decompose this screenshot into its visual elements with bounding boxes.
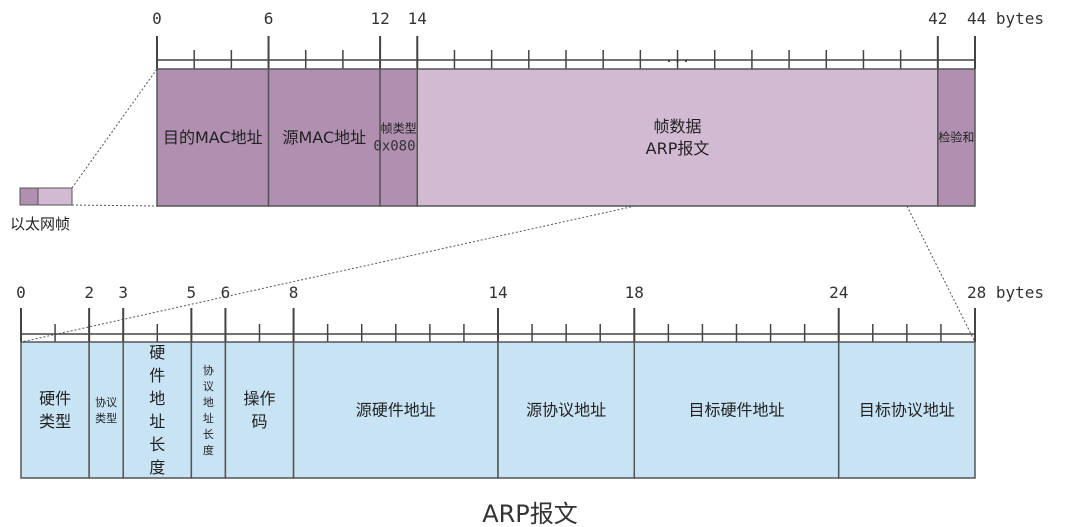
arp-field-label: 码 xyxy=(251,412,267,431)
arp-field-label: 硬件 xyxy=(39,389,71,408)
arp-title: ARP报文 xyxy=(482,500,578,527)
ethernet-tick-label: 6 xyxy=(264,9,274,28)
arp-field-label: 类型 xyxy=(39,412,71,431)
ethernet-frame: 0 6 12 14 42 44 bytes... 目的MAC地址源MAC地址 帧类型 0x080… xyxy=(152,9,1044,207)
arp-field-hardware-type xyxy=(20,341,90,479)
arp-field-label: 地 xyxy=(149,389,165,408)
arp-tick-label: 18 xyxy=(625,283,644,302)
arp-field-label: 操作 xyxy=(243,389,275,408)
zoom-line-bottom xyxy=(71,204,158,207)
arp-field-label: 件 xyxy=(149,366,165,385)
ethernet-field-frame-type xyxy=(379,68,419,207)
ethernet-thumbnail-label: 以太网帧 xyxy=(10,215,70,233)
arp-tick-label: 8 xyxy=(289,283,299,302)
arp-tick-label: 0 xyxy=(16,283,26,302)
ethernet-field-label: 检验和 xyxy=(938,130,974,145)
ethernet-field-label: 0x0806 xyxy=(373,139,424,155)
arp-field-protocol-addr-len xyxy=(190,341,227,479)
arp-tick-label: 28 bytes xyxy=(967,283,1044,302)
arp-tick-label: 24 xyxy=(829,283,848,302)
ethernet-field-label: 帧类型 xyxy=(381,122,417,136)
arp-field-label: 类型 xyxy=(95,411,117,425)
arp-field-src-hw-addr xyxy=(292,341,499,479)
arp-tick-label: 5 xyxy=(187,283,197,302)
arp-field-hardware-addr-len xyxy=(122,341,193,479)
arp-field-label: 长 xyxy=(203,428,214,441)
arp-field-label: 长 xyxy=(149,435,165,454)
arp-field-dst-hw-addr xyxy=(633,341,840,479)
ethernet-ellipsis: ... xyxy=(665,50,690,66)
arp-tick-label: 14 xyxy=(488,283,507,302)
arp-field-label: 协 xyxy=(203,363,214,377)
ethernet-field-label: 源MAC地址 xyxy=(282,128,366,147)
ethernet-field-label: ARP报文 xyxy=(646,139,710,158)
arp-field-label: 目标协议地址 xyxy=(859,401,955,420)
arp-field-label: 度 xyxy=(203,443,214,457)
arp-tick-label: 6 xyxy=(221,283,231,302)
ethernet-tick-label: 14 xyxy=(408,9,427,28)
arp-tick-label: 3 xyxy=(118,283,128,302)
ethernet-field-label: 帧数据 xyxy=(654,117,702,136)
arp-field-label: 源硬件地址 xyxy=(356,401,436,420)
arp-field-label: 协议 xyxy=(95,395,117,409)
zoom-line-arp-left xyxy=(20,205,636,343)
zoom-line-arp-right xyxy=(906,205,976,343)
arp-field-label: 硬 xyxy=(149,343,165,362)
ethernet-field-checksum xyxy=(937,68,976,207)
arp-field-label: 址 xyxy=(203,411,214,425)
ethernet-field-label: 目的MAC地址 xyxy=(163,128,263,147)
ethernet-tick-label: 0 xyxy=(152,9,162,28)
zoom-line-top xyxy=(71,68,158,189)
ethernet-tick-label: 44 bytes xyxy=(967,9,1044,28)
arp-field-label: 度 xyxy=(149,458,165,477)
ethernet-field-frame-data xyxy=(416,68,939,207)
ethernet-tick-label: 12 xyxy=(370,9,389,28)
arp-field-protocol-type xyxy=(88,341,124,479)
ethernet-tick-label: 42 xyxy=(928,9,947,28)
arp-field-label: 议 xyxy=(203,380,214,393)
arp-field-label: 地 xyxy=(203,396,214,409)
ethernet-thumbnail: 以太网帧 xyxy=(10,187,73,233)
arp-field-label: 址 xyxy=(149,412,165,431)
arp-field-dst-proto-addr xyxy=(837,341,976,479)
arp-field-src-proto-addr xyxy=(497,341,636,479)
arp-field-label: 源协议地址 xyxy=(526,401,606,420)
arp-field-label: 目标硬件地址 xyxy=(688,401,784,420)
arp-field-opcode xyxy=(224,341,295,479)
arp-tick-label: 2 xyxy=(84,283,94,302)
